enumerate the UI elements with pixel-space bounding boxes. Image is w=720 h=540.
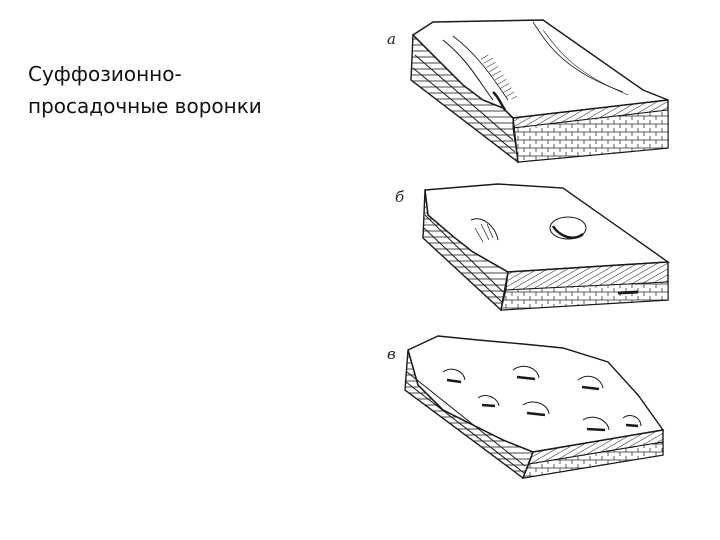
block-a	[410, 19, 669, 164]
panel-label-b: б	[395, 188, 405, 206]
geology-illustration: а б в	[383, 0, 678, 500]
block-b	[422, 183, 671, 312]
title-line-2: просадочные воронки	[28, 94, 262, 118]
title-line-1: Суффозионно-	[28, 62, 182, 86]
panel-label-a: а	[387, 30, 396, 48]
block-diagrams	[404, 19, 671, 480]
block-c	[404, 335, 665, 480]
slide-title: Суффозионно- просадочные воронки	[28, 58, 348, 122]
panel-label-v: в	[387, 345, 396, 363]
